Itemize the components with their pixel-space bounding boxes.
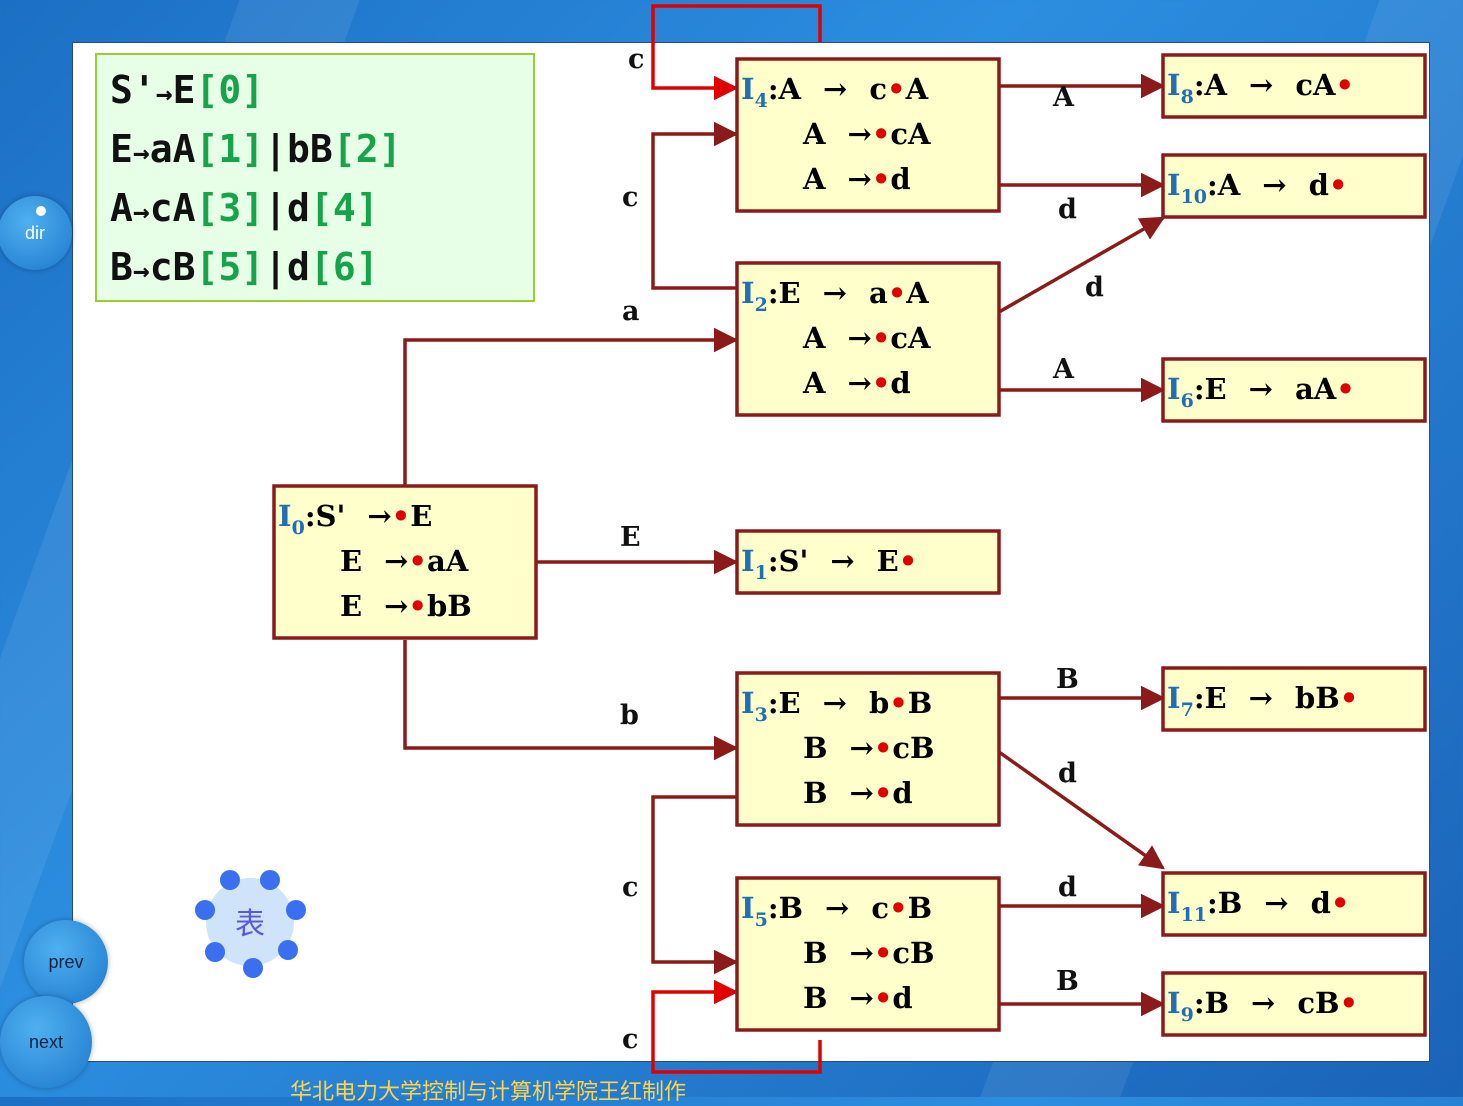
grammar-rule-0: S'→E[0]	[110, 68, 264, 112]
state-item: I3:E→b•B	[741, 686, 932, 726]
state-item: E→•bB	[340, 589, 472, 623]
edge-I5-I5	[651, 979, 822, 1074]
state-item: I2:E→a•A	[741, 276, 929, 316]
edge-I0-I2	[403, 327, 739, 485]
state-item: I6:E→aA•	[1167, 372, 1355, 412]
edge-label-I2-I10: d	[1085, 272, 1104, 303]
edge-label-I0-I3: b	[620, 700, 639, 731]
state-i3: I3:E→b•B B→•cB B→•d	[735, 671, 1001, 827]
state-item: B→•cB	[803, 731, 935, 765]
edge-label-I3-I5: c	[622, 872, 638, 903]
edge-I0-I3	[403, 640, 739, 761]
table-button[interactable]: 表	[195, 870, 306, 978]
state-i4: I4:A→c•A A→•cA A→•d	[735, 57, 1001, 213]
state-item: I9:B→cB•	[1167, 986, 1358, 1026]
state-item: I5:B→c•B	[741, 891, 932, 931]
state-item: B→•cB	[803, 936, 935, 970]
prev-label: prev	[48, 951, 84, 972]
state-item: E→•aA	[340, 544, 469, 578]
state-item: A→•d	[802, 162, 911, 196]
edge-I3-I5	[651, 795, 739, 975]
grammar-rule-3: B→cB[5]|d[6]	[110, 245, 379, 290]
state-item: A→•d	[802, 366, 911, 400]
state-item: I10:A→d•	[1167, 168, 1347, 208]
grammar-box: S'→E[0] E→aA[1]|bB[2] A→cA[3]|d[4] B→cB[…	[95, 53, 535, 302]
next-button[interactable]: next	[0, 996, 92, 1088]
grammar-rule-2: A→cA[3]|d[4]	[110, 186, 379, 231]
dir-label: dir	[24, 222, 45, 243]
edge-I2-I10	[998, 216, 1166, 314]
table-button-label: 表	[235, 907, 265, 942]
edge-label-I3-I7: B	[1056, 664, 1079, 695]
edge-I2-I4	[651, 121, 739, 290]
edge-I3-I11	[997, 750, 1166, 870]
state-item: I0:S'→•E	[278, 499, 432, 539]
prev-button[interactable]: prev	[24, 920, 108, 1004]
dir-button[interactable]: dir	[0, 196, 72, 270]
edge-label-I4-I4: c	[628, 44, 644, 75]
edges	[403, 4, 1166, 1074]
state-i6: I6:E→aA•	[1161, 357, 1427, 423]
state-item: A→•cA	[802, 321, 931, 355]
grammar-rule-1: E→aA[1]|bB[2]	[110, 127, 401, 172]
state-item: I4:A→c•A	[741, 72, 929, 112]
edge-label-I2-I6: A	[1052, 354, 1075, 385]
state-i0: I0:S'→•E E→•aA E→•bB	[272, 484, 538, 640]
state-i11: I11:B→d•	[1161, 871, 1427, 937]
edge-label-I5-I11: d	[1058, 872, 1077, 903]
next-label: next	[28, 1031, 64, 1052]
state-item: I7:E→bB•	[1167, 681, 1358, 721]
state-i2: I2:E→a•A A→•cA A→•d	[735, 261, 1001, 417]
edge-label-I5-I9: B	[1056, 966, 1079, 997]
state-item: I11:B→d•	[1167, 886, 1349, 926]
edge-label-I2-I4: c	[622, 182, 638, 213]
edge-labels: a E b c c A d d A B d c c d B	[620, 44, 1104, 1055]
state-i8: I8:A→cA•	[1161, 53, 1427, 119]
state-item: B→•d	[803, 981, 913, 1015]
state-item: I1:S'→E•	[741, 544, 917, 584]
state-item: I8:A→cA•	[1167, 68, 1354, 108]
edge-label-I0-I1: E	[620, 522, 641, 553]
state-i10: I10:A→d•	[1161, 153, 1427, 219]
edge-label-I3-I11: d	[1058, 758, 1077, 789]
state-i9: I9:B→cB•	[1161, 971, 1427, 1037]
edge-label-I4-I8: A	[1052, 82, 1075, 113]
state-item: B→•d	[803, 776, 913, 810]
state-item: A→•cA	[802, 117, 931, 151]
edge-label-I5-I5: c	[622, 1024, 638, 1055]
states-layer: I0:S'→•E E→•aA E→•bB I1:S'→E• I2:E→a•A A→•cA A…	[272, 53, 1427, 1037]
footer-credit: 华北电力大学控制与计算机学院王红制作	[290, 1080, 687, 1105]
state-i5: I5:B→c•B B→•cB B→•d	[735, 876, 1001, 1032]
edge-label-I0-I2: a	[622, 296, 640, 327]
edge-label-I4-I10: d	[1058, 194, 1077, 225]
state-i7: I7:E→bB•	[1161, 666, 1427, 732]
edge-I4-I4	[651, 4, 822, 101]
state-i1: I1:S'→E•	[735, 529, 1001, 595]
